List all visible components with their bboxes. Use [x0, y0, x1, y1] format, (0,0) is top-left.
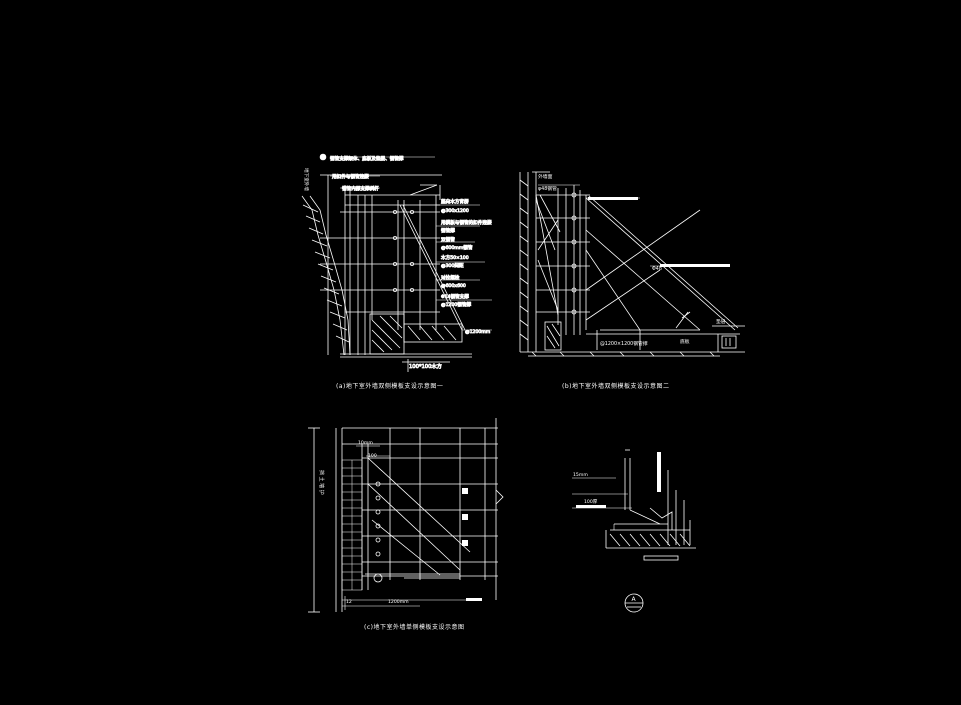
d3-label-b: 100: [368, 453, 377, 459]
d3-left-wall: [308, 427, 343, 613]
d1-bottom-label: 100*100木方: [409, 362, 442, 370]
d3-label-e: 12: [346, 599, 352, 605]
d1-label-k: 对拉螺栓: [441, 274, 460, 281]
d1-label-o: @1200mm: [465, 329, 491, 335]
d4-structure: [605, 449, 696, 561]
d1-label-i: 木方50×100: [441, 254, 469, 261]
d3-vertical-label: 挡 土 墙 护: [318, 470, 325, 495]
d4-label-b: 100厚: [584, 499, 598, 505]
d3-dimensions: [342, 445, 482, 610]
drawing-1: 钢管支撑架体、底板及垫层、钢管撑 用扣件与钢管连接 钢管内部支撑斜杆 竖向木方背…: [301, 153, 493, 372]
caption-drawing-1: (a)地下室外墙双侧模板支设示意图一: [336, 383, 444, 390]
d1-label-a: 用扣件与钢管连接: [332, 173, 369, 180]
soil-slope: [301, 195, 351, 356]
drawing-3-labels: 10mm 100 1200mm 12: [346, 440, 409, 605]
d2-label-e: 底板: [680, 338, 690, 345]
d2-label-f: 垫层: [716, 318, 726, 325]
leader-lines: [319, 153, 492, 331]
d2-leaders: [538, 184, 730, 267]
d1-label-e: @300x1200: [441, 208, 469, 214]
d1-top-note: 钢管支撑架体、底板及垫层、钢管撑: [330, 155, 404, 162]
wall-formwork: [327, 175, 441, 355]
caption-drawing-3: (c)地下室外墙单侧模板支设示意图: [364, 624, 465, 631]
d3-brick-hatch: [341, 459, 363, 591]
d2-label-a: 外墙面: [538, 173, 553, 180]
d2-wall-formwork: [536, 185, 590, 351]
d2-label-d: @1200×1200钢管撑: [600, 340, 648, 347]
d4-leaders: [572, 477, 632, 530]
drawing-3: 10mm 100 1200mm 12 挡 土 墙 护: [308, 418, 504, 613]
d3-diagonals: [365, 457, 471, 583]
drawing-2-labels: 外墙面 φ48钢管 Φ48 @1200×1200钢管撑 底板 垫层: [538, 173, 726, 347]
d1-label-g: 双钢管: [441, 236, 455, 243]
drawing-4: 15mm 100厚 A: [572, 449, 696, 613]
d3-grid: [342, 418, 504, 600]
d3-label-a: 10mm: [358, 440, 373, 446]
d4-label-a: 15mm: [573, 472, 588, 478]
drawing-1-labels: 钢管支撑架体、底板及垫层、钢管撑 用扣件与钢管连接 钢管内部支撑斜杆 竖向木方背…: [330, 155, 493, 371]
d1-label-h: @600mm钢管: [441, 244, 473, 251]
d4-section-letter: A: [632, 596, 637, 603]
base-concrete: [340, 313, 472, 372]
d1-label-j: @300间距: [441, 262, 464, 269]
diagonal-brace: [399, 184, 466, 331]
horizontal-ties: [320, 174, 442, 313]
d3-label-d: 1200mm: [388, 599, 409, 605]
d1-label-n: @1200钢管撑: [441, 301, 471, 308]
section-marker-a: A: [624, 593, 644, 613]
d1-vertical-label: 地下室外墙: [303, 168, 310, 191]
left-wall: [519, 171, 550, 352]
caption-drawing-2: (b)地下室外墙双侧模板支设示意图二: [562, 383, 670, 390]
d1-label-d: 竖向木方背楞: [441, 198, 469, 205]
d1-label-l: @600x600: [441, 283, 466, 289]
d2-label-c: Φ48: [652, 266, 662, 272]
d2-triangle-brace: [585, 195, 740, 350]
d2-ground: [520, 325, 745, 357]
d1-label-m: Φ14钢管支撑: [441, 293, 469, 300]
d1-label-c: 钢管撑: [441, 227, 455, 234]
drawing-2: 外墙面 φ48钢管 Φ48 @1200×1200钢管撑 底板 垫层: [519, 171, 745, 357]
d2-left-braces: [535, 194, 561, 316]
d1-label-f: 用模板与钢管的扣件连接: [441, 219, 492, 226]
d2-label-b: φ48钢管: [538, 185, 557, 192]
d1-label-b: 钢管内部支撑斜杆: [342, 185, 379, 192]
drawing-4-labels: 15mm 100厚: [573, 472, 598, 505]
